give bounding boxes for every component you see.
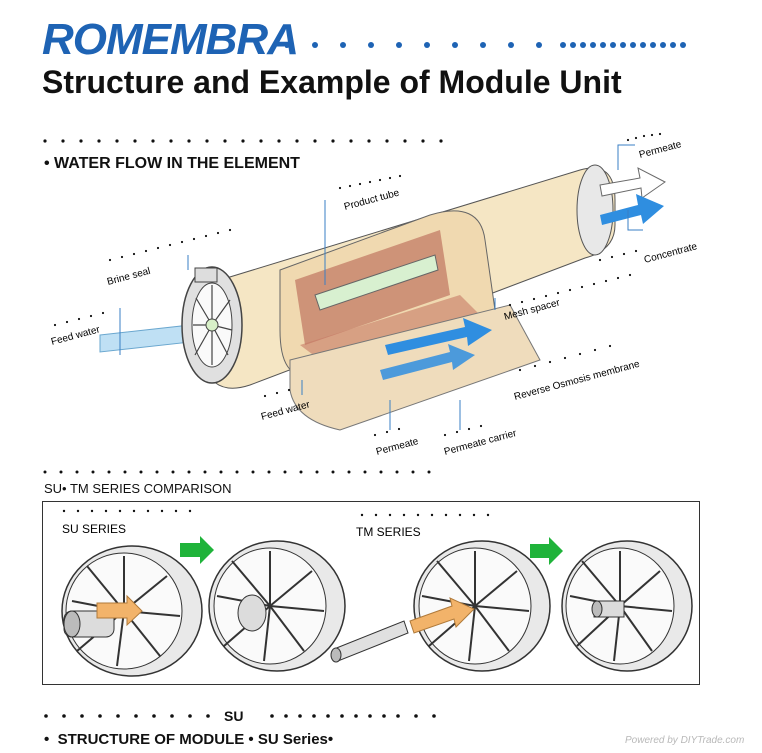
flow-arrow-lower (380, 344, 475, 380)
concentrate-out-arrow (600, 194, 664, 225)
callout-permeate-carrier: Permeate carrier (443, 428, 518, 458)
permeate-out-arrow (599, 167, 666, 199)
bullet-icon: • (44, 731, 58, 748)
callout-permeate-bottom: Permeate (375, 436, 420, 458)
section-water-flow-heading: • WATER FLOW IN THE ELEMENT (44, 155, 300, 173)
right-end-cap (576, 164, 614, 256)
callout-dot-trails (53, 132, 662, 437)
structure-heading-text: STRUCTURE OF MODULE • SU Series• (57, 731, 334, 748)
callout-leader-lines (119, 144, 643, 430)
tm-wheel-after (561, 540, 693, 672)
footer-dots (44, 714, 436, 718)
comparison-illustration: SU SERIES TM SERIES (61, 509, 693, 677)
element-cutaway-diagram: Permeate Product tube Concentrate Brine … (50, 132, 699, 458)
comparison-frame (42, 501, 700, 685)
transition-arrow-icon-2 (530, 537, 563, 565)
callout-brine-seal: Brine seal (106, 266, 152, 288)
transition-arrow-icon (180, 536, 214, 564)
footer-dots-label: SU (222, 708, 246, 724)
tm-series-label: TM SERIES (356, 525, 421, 539)
tm-wheel-before (409, 540, 551, 672)
callout-permeate-top: Permeate (638, 139, 683, 161)
structure-heading: • STRUCTURE OF MODULE • SU Series• (44, 731, 333, 748)
callout-product-tube: Product tube (343, 187, 401, 212)
su-wheel-after (208, 540, 346, 672)
brand-logo: ROMEMBRA (42, 15, 299, 64)
label-dot-trails (62, 509, 490, 517)
callout-concentrate: Concentrate (643, 241, 699, 266)
product-tube-end (205, 318, 219, 332)
brine-seal-block (194, 267, 218, 283)
su-wheel-before (61, 545, 203, 677)
logo-dot-trail (285, 42, 686, 48)
flow-arrow-mid (385, 318, 492, 355)
callout-mesh-spacer: Mesh spacer (503, 297, 562, 323)
section-comparison-heading: SU• TM SERIES COMPARISON (44, 481, 232, 496)
callout-feed-water-left: Feed water (50, 324, 102, 348)
callout-ro-membrane: Reverse Osmosis membrane (513, 359, 641, 403)
product-tube (314, 254, 439, 311)
section-divider-dots-2 (43, 470, 431, 474)
callout-feed-water-bottom: Feed water (260, 399, 312, 423)
section-divider-dots (43, 139, 443, 143)
bullet-icon: • (44, 155, 55, 172)
watermark: Powered by DIYTrade.com (625, 735, 745, 746)
page-title: Structure and Example of Module Unit (42, 64, 622, 100)
product-tube-loose (330, 620, 409, 663)
su-series-label: SU SERIES (62, 522, 126, 536)
section-water-flow-text: WATER FLOW IN THE ELEMENT (54, 155, 300, 172)
footer-dot-row: SU (42, 708, 442, 724)
